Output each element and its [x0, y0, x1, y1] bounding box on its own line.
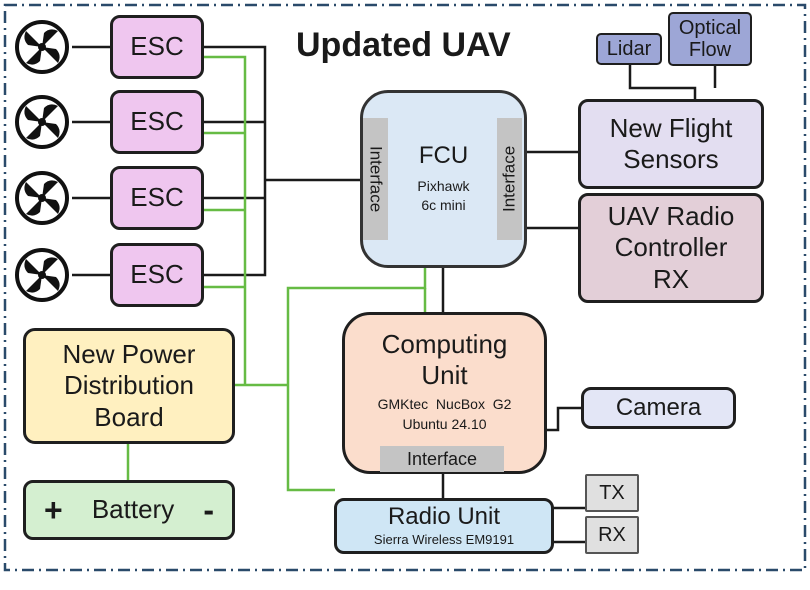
optical-flow-sensor: Optical Flow: [668, 12, 752, 66]
lidar-label: Lidar: [606, 38, 652, 60]
esc-label: ESC: [130, 182, 184, 213]
cu-model-line1: GMKtec NucBox G2: [377, 396, 512, 413]
system-boundary: [3, 3, 807, 572]
esc-4: ESC: [110, 243, 204, 307]
tx-label: TX: [599, 482, 625, 504]
cu-model-line2: Ubuntu 24.10: [402, 415, 487, 432]
camera: Camera: [581, 387, 736, 429]
esc-label: ESC: [130, 259, 184, 290]
propeller-motor-icon: [15, 95, 69, 149]
fcu-name: FCU: [418, 142, 469, 169]
battery-label: Battery: [91, 494, 175, 525]
pdb-line3: Board: [94, 401, 164, 432]
new-flight-sensors-line2: Sensors: [623, 144, 719, 174]
lidar-sensor: Lidar: [596, 33, 662, 65]
propeller-motor-icon: [15, 171, 69, 225]
esc-label: ESC: [130, 31, 184, 62]
optical-flow-line2: Flow: [688, 39, 732, 61]
fcu-model-line2: 6c mini: [421, 197, 466, 214]
rc-line2: Controller: [614, 232, 728, 263]
radio-unit: Radio Unit Sierra Wireless EM9191: [334, 498, 554, 554]
esc-2: ESC: [110, 90, 204, 154]
esc-1: ESC: [110, 15, 204, 79]
uav-radio-controller-rx: UAV Radio Controller RX: [578, 193, 764, 303]
pdb-line1: New Power: [62, 339, 196, 370]
propeller-motor-icon: [15, 248, 69, 302]
rx-antenna: RX: [585, 516, 639, 554]
optical-flow-line1: Optical: [678, 17, 742, 39]
camera-label: Camera: [615, 393, 702, 421]
cu-interface: Interface: [380, 446, 504, 472]
signal-wires: [72, 45, 717, 544]
fcu-model-line1: Pixhawk: [417, 177, 470, 194]
fcu-right-interface: Interface: [497, 118, 522, 240]
rc-line3: RX: [652, 263, 690, 294]
diagram-title: Updated UAV: [296, 26, 511, 64]
power-wires: [126, 55, 427, 492]
rc-line1: UAV Radio: [607, 201, 735, 232]
esc-3: ESC: [110, 166, 204, 230]
propeller-motor-icon: [15, 20, 69, 74]
new-flight-sensors: New Flight Sensors: [578, 99, 764, 189]
pdb-line2: Distribution: [63, 370, 195, 401]
tx-antenna: TX: [585, 474, 639, 512]
cu-line2: Unit: [421, 360, 468, 391]
battery-plus-terminal: +: [44, 491, 63, 528]
radio-unit-model: Sierra Wireless EM9191: [373, 532, 515, 548]
battery-minus-terminal: -: [203, 491, 214, 528]
cu-line1: Computing: [381, 329, 508, 359]
radio-unit-name: Radio Unit: [387, 502, 501, 530]
new-flight-sensors-line1: New Flight: [609, 112, 733, 143]
power-distribution-board: New Power Distribution Board: [23, 328, 235, 444]
esc-label: ESC: [130, 106, 184, 137]
fcu-left-interface: Interface: [363, 118, 388, 240]
rx-label: RX: [598, 524, 626, 546]
battery: + Battery -: [23, 480, 235, 540]
